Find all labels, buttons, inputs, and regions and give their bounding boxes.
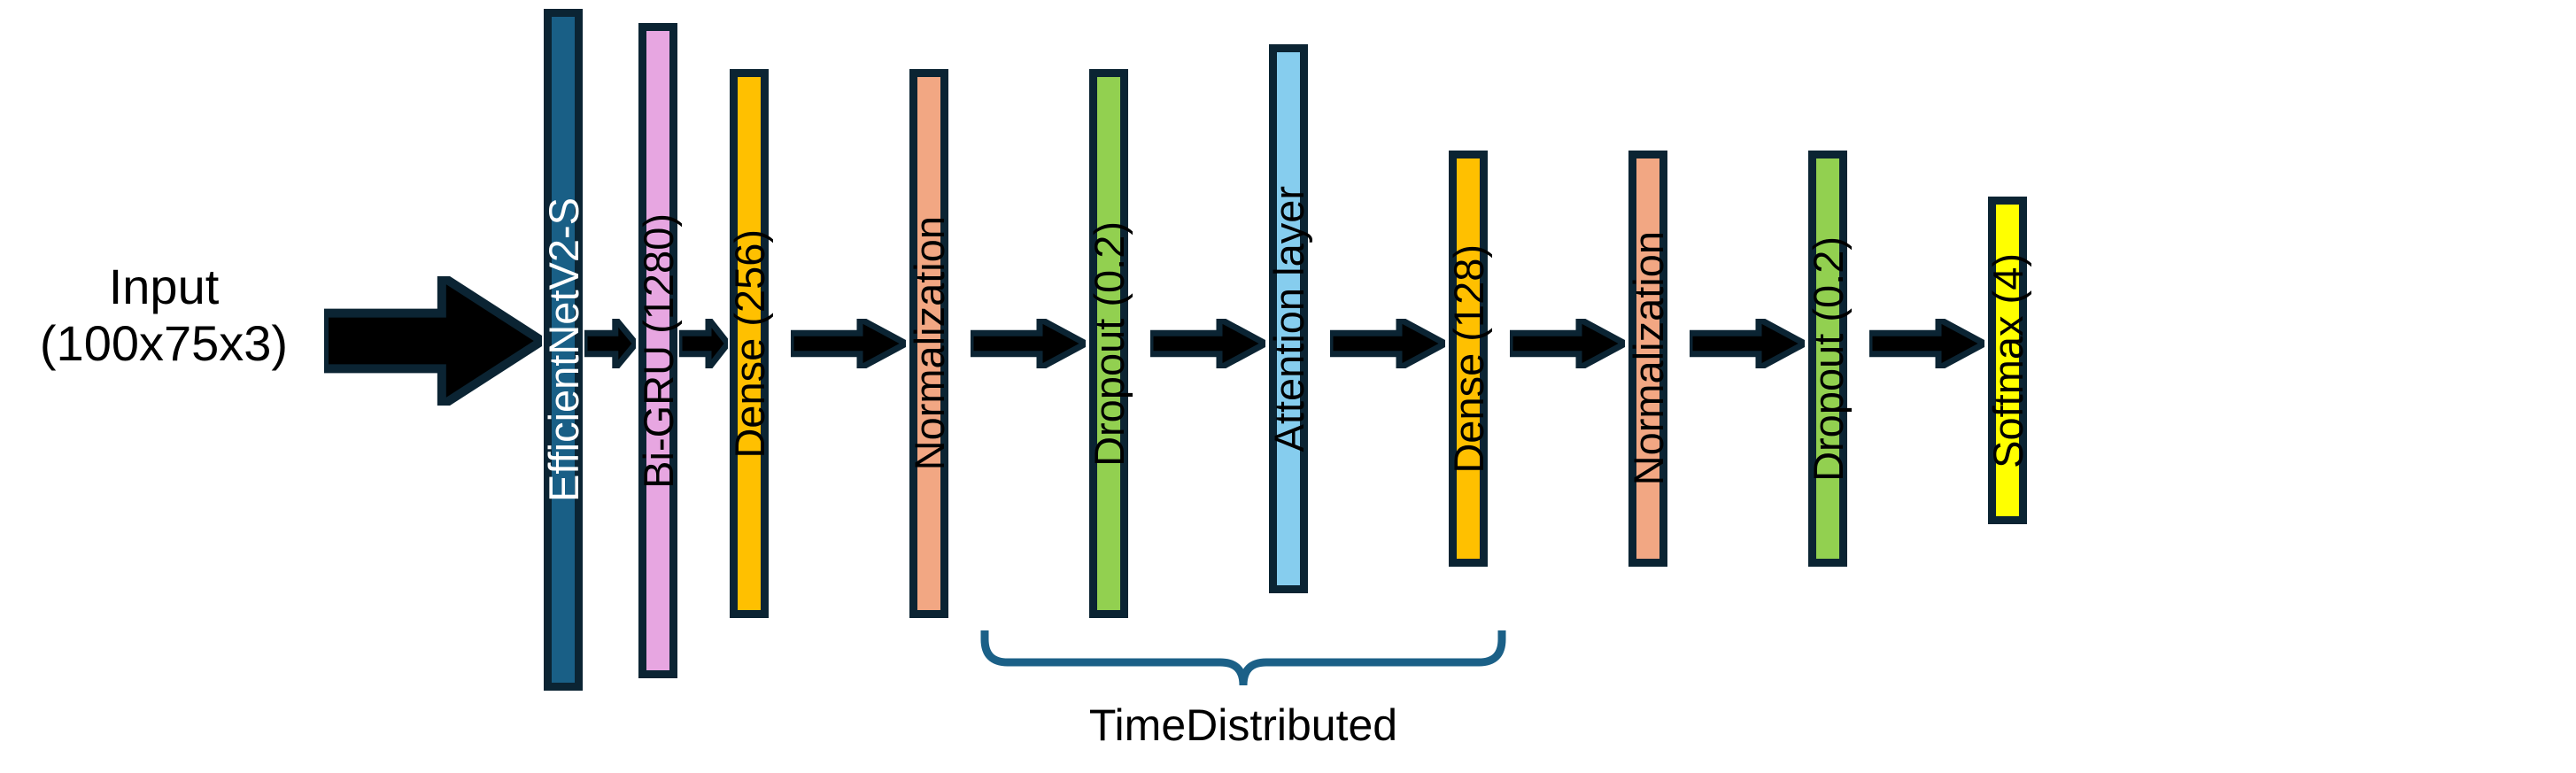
- layer-label-dense-128: Dense (128): [1444, 243, 1492, 474]
- input-label-line2: (100x75x3): [39, 314, 289, 371]
- layer-label-normalization-1: Normalization: [905, 216, 953, 471]
- arrow-dense256-to-norm1: [791, 319, 906, 368]
- arrow-input-to-backbone: [324, 276, 542, 406]
- arrow-norm2-to-dropout2: [1690, 319, 1805, 368]
- layer-label-dropout-1: Dropout (0.2): [1085, 220, 1133, 467]
- input-label-line1: Input: [108, 259, 220, 314]
- layer-box-softmax[interactable]: Softmax (4): [1984, 197, 2031, 524]
- layer-label-dense-256: Dense (256): [725, 228, 773, 459]
- layer-label-normalization-2: Normalization: [1624, 231, 1672, 486]
- layer-box-attention-layer[interactable]: Attention layer: [1265, 44, 1312, 593]
- layer-box-dense-256[interactable]: Dense (256): [725, 69, 773, 618]
- layer-box-normalization-2[interactable]: Normalization: [1624, 151, 1672, 567]
- timedistributed-label: TimeDistributed: [1088, 700, 1398, 750]
- layer-box-dense-128[interactable]: Dense (128): [1444, 151, 1492, 567]
- arrow-dropout2-to-softmax: [1869, 319, 1984, 368]
- arrow-attention-to-dense128: [1330, 319, 1445, 368]
- arrow-dense128-to-norm2: [1510, 319, 1625, 368]
- layer-label-bi-gru: Bi-GRU (1280): [634, 213, 682, 489]
- layer-label-dropout-2: Dropout (0.2): [1804, 236, 1852, 482]
- layer-box-efficientnetv2s[interactable]: EfficientNetV2-S: [539, 9, 587, 691]
- timedistributed-brace: [980, 630, 1506, 686]
- layer-box-bi-gru[interactable]: Bi-GRU (1280): [634, 23, 682, 678]
- layer-label-softmax: Softmax (4): [1984, 252, 2031, 468]
- layer-box-normalization-1[interactable]: Normalization: [905, 69, 953, 618]
- layer-box-dropout-2[interactable]: Dropout (0.2): [1804, 151, 1852, 567]
- arrow-backbone-to-bigru: [584, 319, 636, 368]
- layer-box-dropout-1[interactable]: Dropout (0.2): [1085, 69, 1133, 618]
- arrow-dropout1-to-attention: [1150, 319, 1265, 368]
- layer-label-attention-layer: Attention layer: [1265, 185, 1312, 452]
- input-label: Input (100x75x3): [0, 259, 328, 372]
- arrow-bigru-to-dense256: [679, 319, 728, 368]
- arrow-norm1-to-dropout1: [971, 319, 1086, 368]
- layer-label-efficientnetv2s: EfficientNetV2-S: [539, 197, 587, 502]
